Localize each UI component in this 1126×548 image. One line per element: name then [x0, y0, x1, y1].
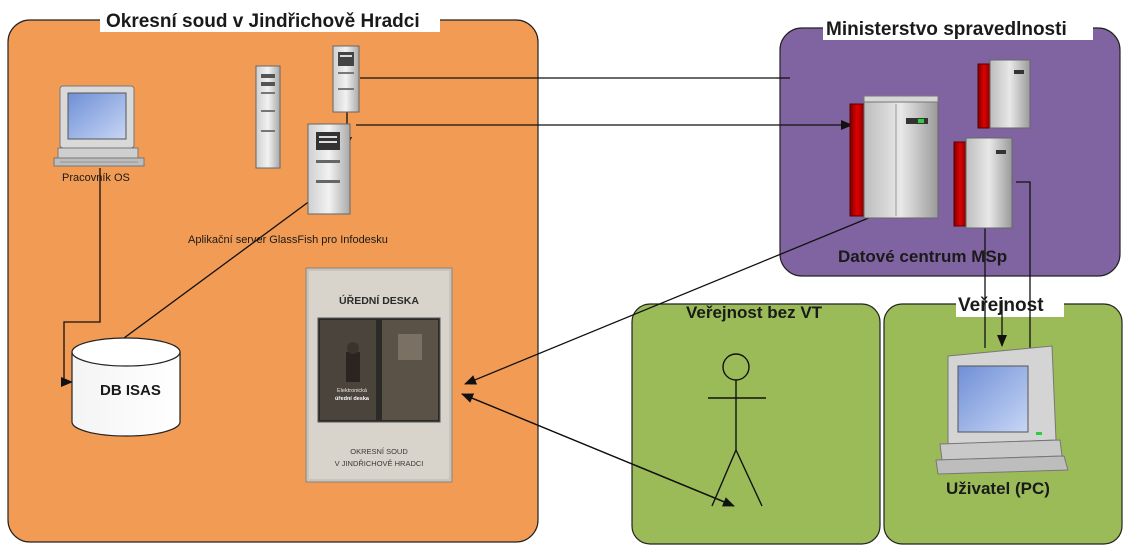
public-without-it-title: Veřejnost bez VT [686, 303, 823, 322]
user-pc-label: Uživatel (PC) [946, 479, 1050, 498]
database-label: DB ISAS [100, 382, 161, 399]
server-tower-icon [332, 45, 360, 113]
public-region-title: Veřejnost [958, 295, 1044, 316]
data-center-label: Datové centrum MSp [838, 247, 1007, 266]
mainframe-icon [953, 137, 1013, 229]
desktop-computer-icon [53, 85, 145, 167]
stick-figure-icon [708, 353, 766, 507]
kiosk-image: ÚŘEDNÍ DESKA Elektronická úřední deska O… [305, 267, 453, 483]
kiosk-screen-line2: úřední deska [335, 396, 370, 402]
mainframe-icon [977, 59, 1031, 129]
ministry-region: Ministerstvo spravedlnosti [779, 16, 1121, 277]
mainframe-icon [849, 95, 939, 219]
connector-msp-to-kiosk [464, 209, 889, 385]
kiosk-header: ÚŘEDNÍ DESKA [339, 294, 419, 307]
employee-label: Pracovník OS [62, 172, 130, 184]
server-tower-icon [307, 123, 351, 215]
kiosk-footer-line1: OKRESNÍ SOUD [350, 447, 408, 456]
database-cylinder-icon [71, 337, 181, 437]
server-tower-icon [255, 65, 281, 169]
kiosk-footer-line2: V JINDŘICHOVĚ HRADCI [335, 459, 424, 468]
connector-employee-to-db [61, 168, 101, 387]
kiosk-screen-line1: Elektronická [337, 388, 368, 394]
court-region-title: Okresní soud v Jindřichově Hradci [106, 11, 420, 32]
app-server-label: Aplikační server GlassFish pro Infodesku [188, 234, 388, 246]
connector-db-to-app-server [123, 191, 323, 339]
ministry-region-title: Ministerstvo spravedlnosti [826, 19, 1067, 40]
public-without-it-region: Veřejnost bez VT [631, 303, 881, 545]
desktop-computer-icon [935, 345, 1069, 475]
